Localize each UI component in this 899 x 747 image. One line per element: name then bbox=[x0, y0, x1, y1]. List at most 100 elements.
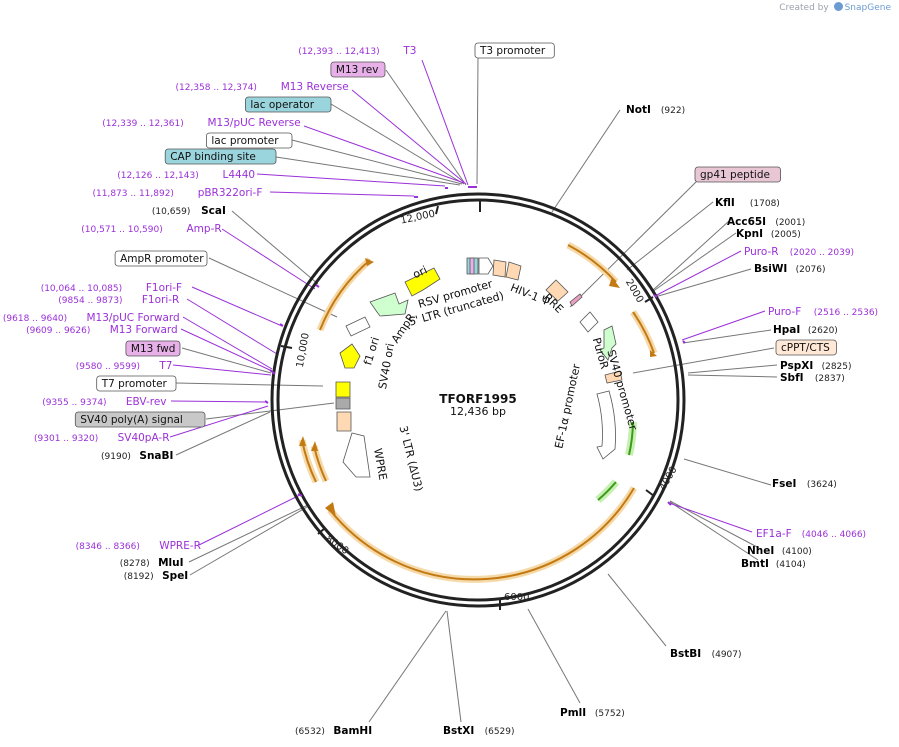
box-sv40-poly-a-signal bbox=[74, 411, 206, 428]
ef1a-arc-outer-line bbox=[597, 481, 617, 501]
leader-sbfi bbox=[687, 374, 778, 378]
credit-prefix: Created by bbox=[779, 3, 829, 13]
feature-polya-block bbox=[335, 397, 351, 410]
feature-3ltr-block bbox=[336, 411, 352, 432]
site-pos-acc65i: (2001) bbox=[775, 218, 805, 228]
tick-8000 bbox=[317, 527, 326, 535]
site-label-gp41-peptide: gp41 peptide bbox=[700, 169, 770, 181]
tick-4000 bbox=[645, 489, 655, 497]
site-pos-spei: (8192) bbox=[124, 572, 154, 582]
leader-bsiwi bbox=[654, 268, 752, 298]
site-range-l4440: (12,126 .. 12,143) bbox=[117, 171, 198, 181]
site-label-fsei: FseI bbox=[772, 478, 796, 490]
feature-ef1a-arrow bbox=[596, 390, 616, 460]
site-label-kpni: KpnI bbox=[736, 228, 763, 240]
site-label-sbfi: SbfI bbox=[780, 372, 804, 384]
primer-mark-puro-r bbox=[653, 294, 658, 298]
feature-ori-arrow bbox=[404, 267, 441, 297]
box-gp41-peptide bbox=[694, 166, 781, 183]
ruler-label-2000: 2000 bbox=[623, 277, 645, 305]
site-label-bsiwi: BsiWI bbox=[754, 263, 787, 275]
site-label-amp-r: Amp-R bbox=[187, 223, 222, 235]
orf-arrowhead-2 bbox=[650, 350, 657, 357]
site-label-bmti: BmtI bbox=[741, 558, 769, 570]
plasmid-name: TFORF1995 bbox=[439, 392, 516, 406]
site-label-bamhi: BamHI bbox=[333, 725, 372, 737]
site-label-mlui: MluI bbox=[158, 557, 183, 569]
site-pos-snabi: (9190) bbox=[101, 452, 131, 462]
leader-gp41 bbox=[569, 180, 698, 308]
leader-l4440 bbox=[256, 173, 446, 187]
site-label-pmli: PmlI bbox=[560, 707, 586, 719]
leader-wpre-r bbox=[198, 494, 301, 546]
feature-cppt-arrow bbox=[579, 311, 599, 333]
site-pos-hpai: (2620) bbox=[808, 326, 838, 336]
box-lac-operator bbox=[244, 96, 332, 113]
site-label-m13-forward: M13 Forward bbox=[110, 324, 178, 336]
leader-kfli bbox=[626, 201, 714, 271]
leader-m13-forward bbox=[180, 328, 273, 372]
leader-cap-binding bbox=[275, 156, 461, 186]
feature-m13-block bbox=[469, 257, 475, 275]
leader-scai bbox=[231, 210, 319, 285]
site-label-ebv-rev: EBV-rev bbox=[126, 396, 167, 408]
feature-ltr-block bbox=[492, 259, 507, 278]
leader-m13-puc-reverse bbox=[303, 125, 465, 184]
plasmid-size: 12,436 bp bbox=[450, 405, 506, 418]
leader-acc65i bbox=[651, 220, 730, 292]
feature-psi-block bbox=[505, 261, 522, 281]
leader-m13-reverse bbox=[351, 89, 467, 185]
site-label-t3: T3 bbox=[402, 45, 416, 57]
site-label-cap-binding-site: CAP binding site bbox=[170, 151, 256, 163]
leader-cppt-cts bbox=[632, 347, 775, 374]
site-pos-bstbi: (4907) bbox=[712, 650, 742, 660]
site-pos-bmti: (4104) bbox=[776, 560, 806, 570]
site-label-kfli: KflI bbox=[715, 197, 735, 209]
leader-sv40pa-r bbox=[169, 405, 269, 438]
site-label-t7-promoter: T7 promoter bbox=[101, 378, 168, 390]
leader-t3 bbox=[421, 59, 469, 186]
site-label-m13-puc-reverse: M13/pUC Reverse bbox=[208, 117, 301, 129]
site-label-bstxi: BstXI bbox=[443, 725, 474, 737]
leader-bstbi bbox=[607, 573, 667, 647]
site-range-pbr322ori-f: (11,873 .. 11,892) bbox=[93, 189, 174, 199]
site-label-m13-fwd: M13 fwd bbox=[131, 343, 176, 355]
orf-arrowhead-4 bbox=[299, 436, 306, 446]
site-pos-scai: (10,659) bbox=[152, 207, 191, 217]
site-label-puro-f: Puro-F bbox=[768, 306, 801, 318]
label-sv40-ori: SV40 ori bbox=[376, 342, 397, 390]
orf-arrowhead-6 bbox=[365, 258, 374, 266]
leader-fsei bbox=[683, 458, 772, 486]
orf-arc-2-line bbox=[632, 311, 655, 354]
box-t7-promoter bbox=[96, 375, 177, 392]
site-range-m13-puc-reverse: (12,339 .. 12,361) bbox=[102, 119, 183, 129]
site-pos-nhei: (4100) bbox=[782, 547, 812, 557]
site-label-noti: NotI bbox=[626, 104, 651, 116]
site-range-t3: (12,393 .. 12,413) bbox=[298, 47, 379, 57]
site-label-f1ori-r: F1ori-R bbox=[142, 294, 179, 306]
box-m13-rev bbox=[330, 61, 386, 78]
primer-mark-puro-f bbox=[682, 340, 686, 344]
leader-pmli bbox=[527, 608, 581, 704]
label-f1-ori: f1 ori bbox=[361, 336, 382, 367]
site-label-t3-promoter: T3 promoter bbox=[479, 45, 546, 57]
site-label-l4440: L4440 bbox=[223, 169, 256, 181]
site-label-t7: T7 bbox=[158, 360, 172, 372]
orf-arc-3-line bbox=[329, 487, 635, 581]
leader-amp-r bbox=[221, 228, 316, 290]
box-t3-promoter bbox=[474, 42, 555, 59]
leader-bamhi bbox=[368, 610, 447, 723]
leader-pspxi bbox=[687, 364, 778, 374]
site-label-puro-r: Puro-R bbox=[744, 246, 779, 258]
box-m13-fwd bbox=[125, 340, 181, 357]
leader-t7-promoter bbox=[175, 382, 324, 387]
leader-ebv-rev bbox=[170, 400, 267, 403]
site-range-wpre-r: (8346 .. 8366) bbox=[76, 542, 140, 552]
leader-bstxi bbox=[446, 610, 462, 723]
ruler-ticks bbox=[280, 201, 655, 610]
orf-arrowhead-5 bbox=[311, 441, 318, 451]
site-range-m13-forward: (9609 .. 9626) bbox=[26, 326, 90, 336]
orf-arrowhead-3 bbox=[325, 502, 336, 517]
leader-sv40-polya bbox=[205, 402, 335, 420]
site-pos-fsei: (3624) bbox=[807, 480, 837, 490]
